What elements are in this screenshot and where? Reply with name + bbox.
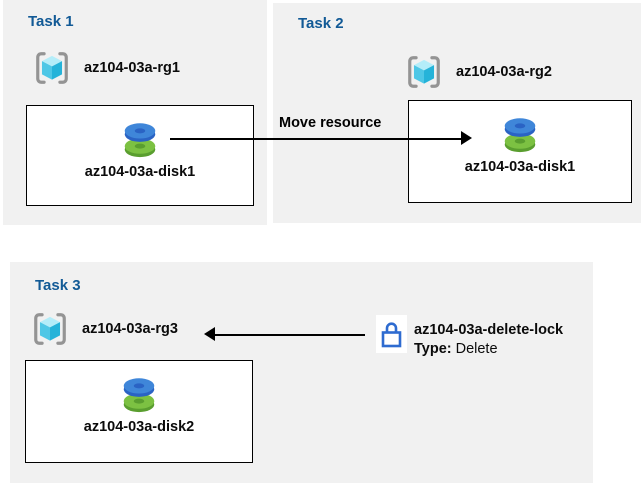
task1-title: Task 1 [28,13,74,30]
managed-disk-icon [118,373,160,415]
move-arrow-label: Move resource [279,115,382,131]
task2-resource-group: az104-03a-rg2 [405,53,552,91]
lock-type-value: Delete [455,341,498,357]
resource-group-icon [405,53,443,91]
managed-disk-icon [499,113,541,155]
resource-group-icon [33,49,71,87]
task1-resource-group: az104-03a-rg1 [33,49,180,87]
disk-label: az104-03a-disk1 [84,164,196,180]
delete-lock-name: az104-03a-delete-lock [414,322,564,338]
disk-label: az104-03a-disk1 [464,159,576,175]
resource-group-label: az104-03a-rg3 [82,321,178,337]
delete-lock-text: az104-03a-delete-lock Type:Delete [414,321,563,359]
lock-arrow-head-icon [204,327,215,341]
delete-lock-type-row: Type:Delete [414,340,563,359]
move-arrow-head-icon [461,131,472,145]
lock-icon [380,320,403,349]
task2-panel: Task 2 az104-03a-rg2 [273,3,641,223]
resource-group-icon [31,310,69,348]
task2-title: Task 2 [298,15,344,32]
disk-label: az104-03a-disk2 [83,419,195,435]
task3-resource-box: az104-03a-disk2 [25,360,253,463]
resource-group-label: az104-03a-rg1 [84,60,180,76]
managed-disk-icon [119,118,161,160]
lock-arrow-line [215,334,365,336]
task1-panel: Task 1 az104-03a-rg1 [3,0,267,225]
task1-resource-box: az104-03a-disk1 [26,105,254,206]
lock-type-label: Type: [414,341,452,357]
move-arrow-line [170,138,462,140]
resource-group-label: az104-03a-rg2 [456,64,552,80]
task3-title: Task 3 [35,277,81,294]
delete-lock-chip [376,315,407,353]
task3-resource-group: az104-03a-rg3 [31,310,178,348]
task2-resource-box: az104-03a-disk1 [408,100,632,203]
task3-panel: Task 3 az104-03a-rg3 [10,262,593,483]
